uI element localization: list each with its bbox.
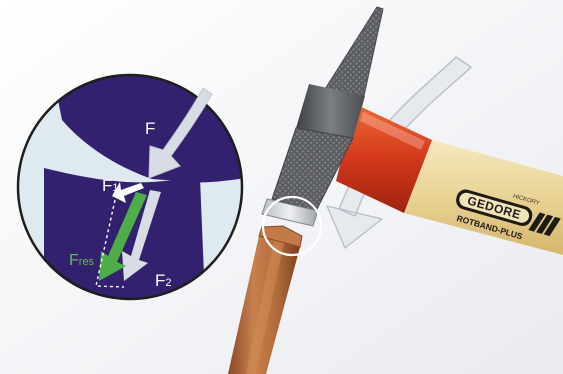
label-fres: Fres: [69, 253, 94, 269]
label-f1: F1: [102, 177, 119, 194]
label-f2: F2: [155, 272, 172, 289]
label-force: F: [145, 120, 155, 137]
